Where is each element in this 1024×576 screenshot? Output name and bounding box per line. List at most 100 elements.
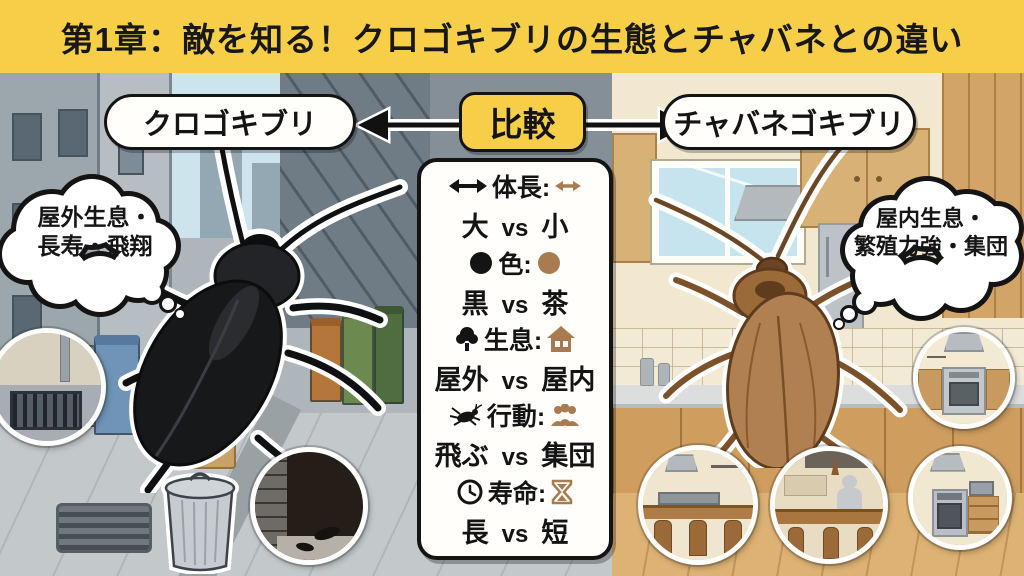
comparison-card: 体長: 大 vs 小 色: [417,158,613,560]
black-dot-icon [470,251,493,274]
right-bubble-line1: 屋内生息・ [875,206,986,231]
left-value: 長 [461,517,489,548]
utensil-rail [927,355,946,358]
bar-stool [857,526,874,557]
right-value: 短 [541,517,569,548]
bottle [658,363,670,386]
brown-dot-icon [537,251,560,274]
back-shelf [783,474,827,497]
cabinet-divider [866,130,868,226]
left-bubble-line1: 屋外生息・ [37,204,153,230]
can-flutes [181,499,219,566]
bar-stool [689,520,707,556]
person-body [836,487,863,512]
person-head [841,474,858,489]
vs-label: vs [501,444,529,472]
cabinet-knob [854,176,860,182]
vs-label: vs [501,215,529,243]
right-value: 茶 [541,288,569,319]
microwave [969,481,994,497]
left-value: 飛ぶ [434,441,489,472]
cabinet [986,368,1010,411]
row-label: 体長: [491,174,551,203]
comparison-row-lifespan: 寿命: 長 vs 短 [457,474,573,550]
compare-badge: 比較 [459,92,586,152]
bubble-fill [2,179,184,318]
oven [931,488,968,538]
skyline-building [252,163,282,238]
bar-stool [654,520,672,554]
shelf-band [805,451,883,469]
bar-counter [643,505,753,520]
row-label: 生息: [483,326,543,355]
vs-label: vs [501,520,529,548]
bottle [640,358,654,386]
left-bubble-text: 屋外生息・ 長寿・飛翔 [10,203,180,261]
left-species-label: クロゴキブリ [104,94,356,150]
inset-stove-closeup [913,327,1015,429]
vs-label: vs [501,291,529,319]
street-drain-grate [56,503,152,553]
right-value: 小 [541,212,569,243]
page-title: 第1章：敵を知る！クロゴキブリの生態とチャバネとの違い [60,20,964,58]
inset-drain-closeup [0,328,106,446]
right-bubble-line2: 繁殖力強・集団 [853,233,1008,259]
wing-highlight [208,285,260,361]
wall [0,333,101,390]
drain-pipe [59,333,70,382]
row-label: 色: [498,250,532,279]
comparison-row-color: 色: 黒 vs 茶 [462,245,569,321]
wing-vein [799,322,817,447]
right-thought-bubble [833,176,1024,330]
left-species-text: クロゴキブリ [142,109,317,141]
metal-trash-can [161,472,239,574]
inset-bar-counter-person [770,446,888,564]
wing-split-line [154,299,240,457]
comparison-row-behavior: 行動: 飛ぶ vs 集団 [435,397,596,473]
inset-dark-corner [250,447,368,565]
bar-stool [822,526,839,559]
drain-grate [10,391,82,431]
wing-vein [745,322,761,449]
bar-counter [775,509,883,525]
window [58,109,88,157]
right-species-label: チャバネゴキブリ [662,94,916,150]
people-group-icon [551,404,580,427]
left-thought-bubble [0,174,186,320]
range-hood [665,454,698,472]
tree-icon [455,326,478,351]
utensil-rail [711,465,745,469]
brown-cockroach-illustration [648,138,908,468]
stove-top [658,491,720,505]
oven-window [948,382,980,407]
bubble-fill [835,181,1019,328]
drawer-cabinet [967,496,1000,534]
left-value: 黒 [461,288,489,319]
pendant-light [831,457,840,476]
double-arrow-small-icon [555,181,582,192]
right-species-text: チャバネゴキブリ [673,109,905,141]
comparison-row-length: 体長: 大 vs 小 [448,168,582,244]
window [12,113,42,161]
fridge-handle [826,237,829,277]
bar-stool [724,520,742,554]
hourglass-icon [551,479,573,504]
range-hood [943,332,985,353]
left-value: 大 [461,212,489,243]
can-body [166,490,234,572]
cabinet [918,368,942,411]
stove [941,366,987,415]
antennae [653,141,847,263]
cabinet-knob [876,176,882,182]
wing-split-line [776,315,790,465]
inset-oven-closeup [908,446,1012,550]
vs-label: vs [501,367,529,395]
row-label: 寿命: [487,479,547,508]
can-lid [164,476,236,500]
can-handle [188,472,212,482]
stove-controls [948,372,980,378]
house-icon [547,325,576,352]
inset-bar-stools [638,445,758,565]
row-label: 行動: [486,403,546,432]
left-value: 屋外 [434,364,489,395]
